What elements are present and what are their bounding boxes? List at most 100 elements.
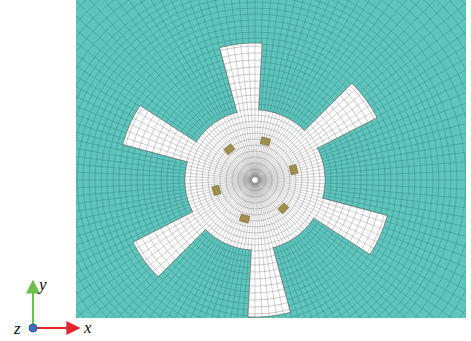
inner-mesh-ray [257, 182, 336, 290]
inner-mesh-ray [256, 50, 297, 177]
inner-mesh-ray [257, 99, 365, 178]
inner-mesh-ray [174, 182, 253, 290]
inner-mesh-ray [258, 118, 377, 179]
inner-mesh-ray [257, 182, 352, 277]
mesh-ray [290, 0, 465, 119]
x-axis-arrow [33, 327, 79, 329]
inner-mesh-ray [257, 74, 341, 178]
inner-mesh-ray [258, 152, 389, 180]
mesh-ray [300, 234, 466, 318]
mesh-ray [76, 0, 215, 123]
inner-mesh-ray [258, 131, 383, 179]
inner-mesh-ray [258, 166, 391, 180]
mesh-ray [279, 246, 399, 318]
mesh-ray [78, 0, 226, 117]
mesh-ray [270, 0, 346, 112]
mesh-ray [295, 0, 466, 123]
inner-mesh-ray [257, 78, 347, 178]
mesh-ray [304, 229, 466, 318]
inner-mesh-ray [158, 182, 253, 277]
mesh-ray [302, 232, 466, 318]
inner-mesh-ray [248, 43, 255, 177]
inner-mesh-ray [257, 183, 324, 299]
mesh-ring [76, 0, 445, 318]
mesh-ray [111, 0, 231, 114]
inner-mesh-ray [125, 138, 252, 179]
inner-mesh-ray [257, 83, 352, 178]
inner-mesh-ray [169, 182, 253, 286]
y-axis-arrow [32, 281, 34, 328]
mesh-ray [325, 180, 466, 181]
mesh-ray [282, 245, 416, 318]
sensor-pad [289, 164, 298, 175]
inner-mesh-ray [130, 181, 252, 236]
mesh-ray [307, 227, 466, 318]
outer-mesh [76, 0, 466, 318]
inner-mesh-ray [257, 182, 357, 272]
inner-mesh-ray [163, 78, 253, 178]
sensor-pad [212, 185, 221, 196]
inner-mesh-ray [144, 99, 252, 178]
mesh-ray [325, 162, 466, 177]
inner-mesh-ray [255, 183, 269, 316]
mesh-ring [95, 20, 415, 318]
mesh-ray [290, 241, 465, 318]
inner-mesh-ray [144, 182, 252, 261]
inner-mesh-ray [153, 88, 253, 178]
inner-mesh-ray [256, 183, 317, 302]
mesh-ring [89, 14, 421, 318]
inner-mesh-ray [123, 181, 252, 216]
inner-mesh-ray [174, 69, 253, 177]
inner-mesh-ray [193, 58, 254, 177]
mesh-ray [309, 225, 466, 318]
inner-mesh-ray [258, 112, 374, 179]
mesh-ray [76, 0, 220, 119]
mesh-ray [94, 0, 228, 115]
inner-mesh-ray [257, 88, 357, 178]
inner-mesh-ray [206, 52, 254, 177]
mesh-ring [113, 38, 397, 318]
inner-mesh-ray [136, 182, 252, 249]
mesh-ring [76, 0, 466, 318]
inner-mesh-ray [127, 181, 252, 229]
sensor-pad [224, 144, 235, 155]
mesh-ray [129, 0, 234, 113]
x-axis-label: x [84, 319, 92, 336]
inner-mesh-ray [158, 83, 253, 178]
mesh-ray [276, 0, 381, 113]
inner-mesh-ray [121, 181, 252, 209]
mesh-ray [293, 239, 466, 318]
inner-mesh-ray [241, 44, 255, 177]
mesh-ring [76, 0, 451, 318]
mesh-ring [101, 26, 409, 318]
inner-mesh-ray [118, 180, 252, 181]
inner-mesh-ray [258, 173, 392, 180]
inner-mesh-ray [255, 43, 256, 177]
mesh-ray [276, 247, 381, 318]
mesh-ring [77, 2, 433, 318]
inner-mesh-ray [256, 183, 304, 308]
mesh-ray [76, 180, 185, 181]
mesh-ray [300, 0, 466, 126]
axis-triad [29, 281, 79, 332]
mesh-ray [76, 183, 185, 198]
inner-mesh-ray [258, 180, 392, 181]
inner-mesh-ray [257, 182, 365, 261]
inner-mesh-ray [255, 183, 256, 317]
inner-mesh-ray [118, 180, 252, 187]
inner-mesh-ray [257, 69, 336, 177]
inner-mesh-ray [256, 183, 284, 314]
inner-mesh-ray [149, 94, 253, 178]
sensor-pad [239, 214, 250, 223]
mesh-ray [76, 0, 223, 118]
inner-mesh-ray [213, 183, 254, 310]
inner-mesh-ray [119, 180, 252, 194]
mesh-ray [285, 243, 433, 318]
mesh-ray [76, 186, 185, 217]
inner-mesh-ray [257, 182, 361, 266]
mesh-ring [76, 0, 439, 318]
mesh-ray [325, 143, 466, 174]
mesh-ray [287, 0, 449, 118]
inner-mesh-ray [153, 182, 253, 272]
